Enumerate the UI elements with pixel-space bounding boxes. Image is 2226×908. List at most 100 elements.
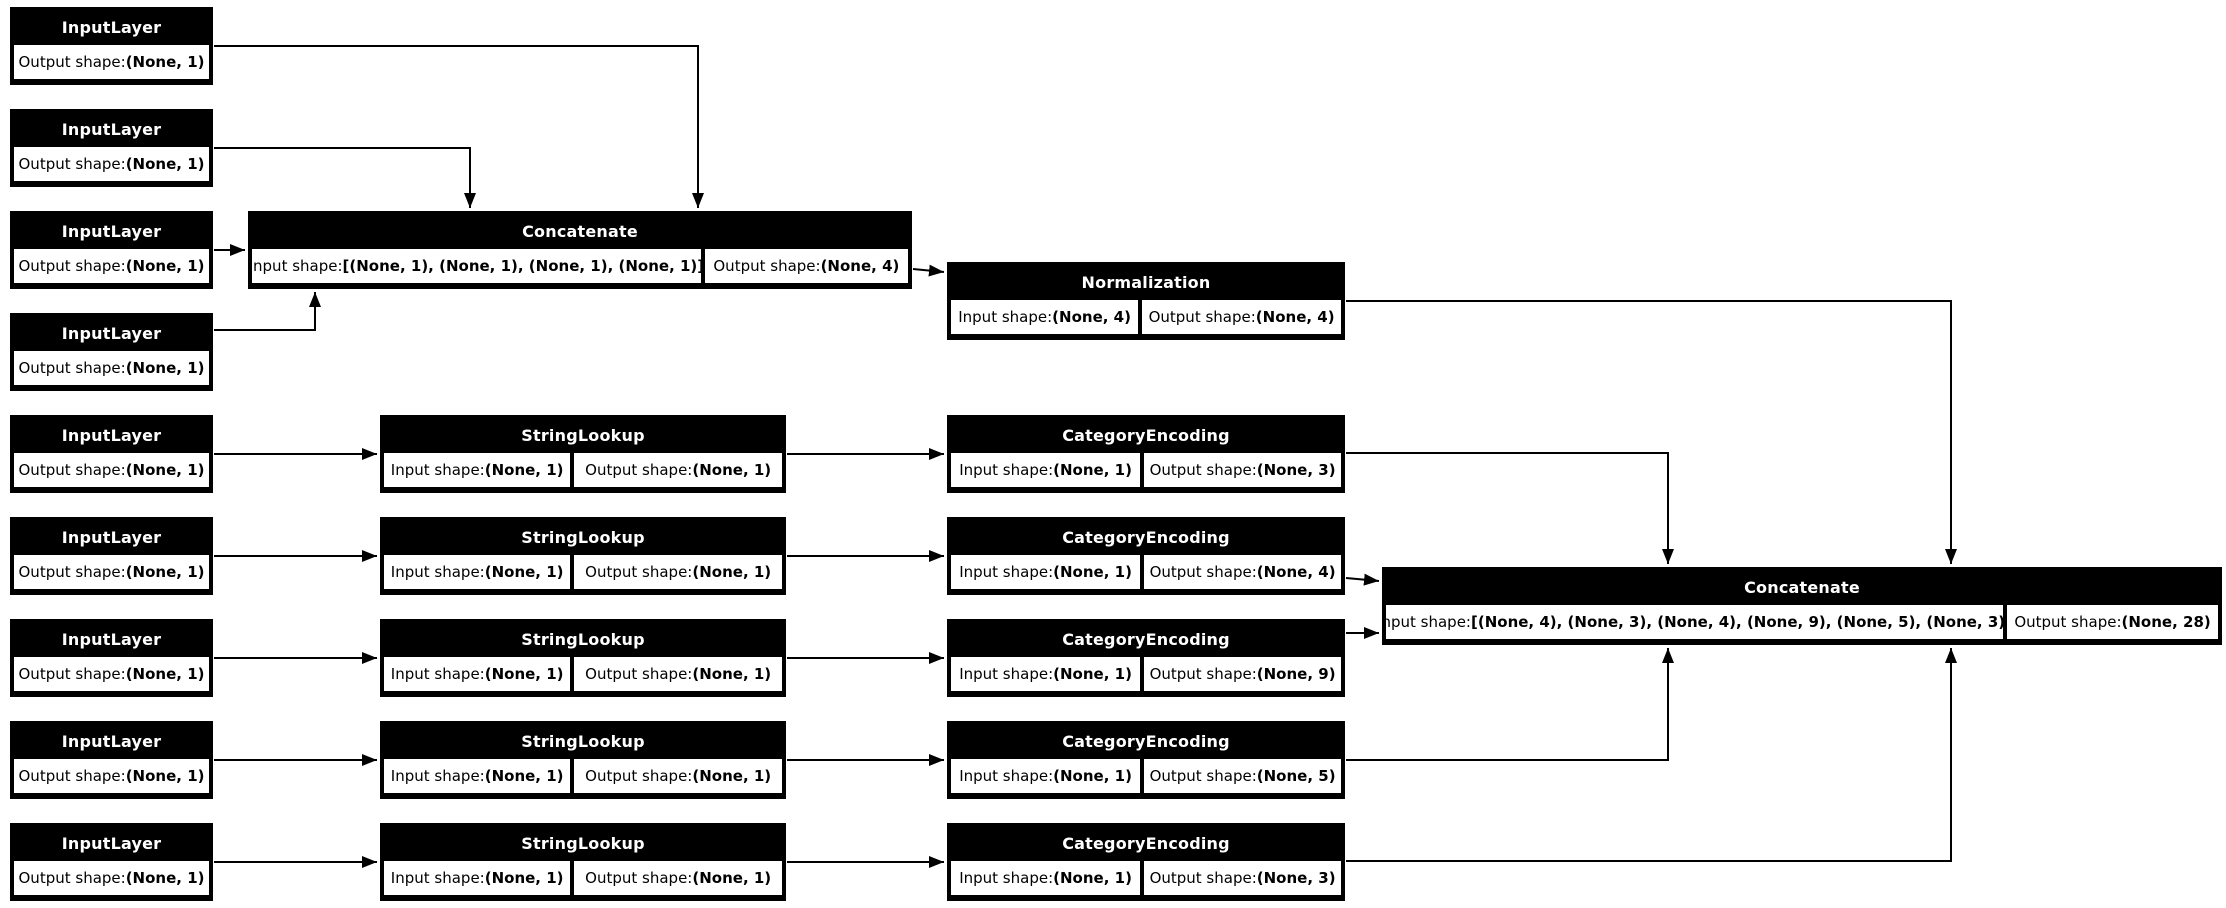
input-shape-cell: Input shape: (None, 1): [384, 657, 571, 691]
output-shape-label: Output shape:: [585, 767, 693, 785]
node-normalization: Normalization Input shape: (None, 4) Out…: [947, 262, 1345, 340]
edge-categoryencoding4-concat2: [1346, 648, 1674, 761]
output-shape-cell: Output shape: (None, 1): [14, 861, 209, 895]
input-shape-value: (None, 1): [484, 665, 564, 683]
output-shape-cell: Output shape: (None, 1): [14, 249, 209, 283]
output-shape-value: (None, 1): [692, 563, 772, 581]
output-shape-value: (None, 1): [125, 461, 205, 479]
output-shape-label: Output shape:: [18, 665, 126, 683]
input-shape-label: Input shape:: [959, 767, 1054, 785]
output-shape-cell: Output shape: (None, 1): [14, 147, 209, 181]
output-shape-value: (None, 1): [692, 665, 772, 683]
input-shape-label: Input shape:: [390, 767, 485, 785]
edge-input4-concat1: [214, 292, 321, 331]
output-shape-value: (None, 4): [820, 257, 900, 275]
node-body: Output shape: (None, 1): [12, 249, 211, 287]
output-shape-label: Output shape:: [713, 257, 821, 275]
node-body: Input shape: (None, 1) Output shape: (No…: [949, 453, 1343, 491]
node-input-2: InputLayer Output shape: (None, 1): [10, 109, 213, 187]
input-shape-cell: Input shape: [(None, 1), (None, 1), (Non…: [252, 249, 701, 283]
node-title: InputLayer: [61, 221, 162, 241]
output-shape-value: (None, 3): [1256, 461, 1336, 479]
input-shape-cell: Input shape: [(None, 4), (None, 3), (Non…: [1386, 605, 2004, 639]
node-category-encoding-5: CategoryEncoding Input shape: (None, 1) …: [947, 823, 1345, 901]
node-string-lookup-3: StringLookup Input shape: (None, 1) Outp…: [380, 619, 786, 697]
input-shape-label: Input shape:: [958, 308, 1053, 326]
input-shape-value: (None, 1): [1053, 563, 1132, 581]
input-shape-value: (None, 1): [1053, 869, 1132, 887]
node-title: InputLayer: [61, 17, 162, 37]
node-body: Input shape: (None, 4) Output shape: (No…: [949, 300, 1343, 338]
node-input-4: InputLayer Output shape: (None, 1): [10, 313, 213, 391]
output-shape-value: (None, 1): [125, 869, 205, 887]
output-shape-value: (None, 1): [125, 257, 205, 275]
input-shape-label: Input shape:: [1386, 613, 1471, 631]
output-shape-label: Output shape:: [18, 53, 126, 71]
node-title: StringLookup: [521, 527, 645, 547]
output-shape-value: (None, 1): [125, 563, 205, 581]
output-shape-label: Output shape:: [18, 155, 126, 173]
node-body: Output shape: (None, 1): [12, 657, 211, 695]
node-string-lookup-2: StringLookup Input shape: (None, 1) Outp…: [380, 517, 786, 595]
output-shape-label: Output shape:: [585, 563, 693, 581]
node-body: Input shape: [(None, 1), (None, 1), (Non…: [250, 249, 910, 287]
output-shape-value: (None, 9): [1256, 665, 1336, 683]
node-concatenate-2: Concatenate Input shape: [(None, 4), (No…: [1382, 567, 2222, 645]
input-shape-value: (None, 1): [484, 563, 564, 581]
output-shape-value: (None, 1): [125, 155, 205, 173]
output-shape-value: (None, 28): [2121, 613, 2211, 631]
output-shape-cell: Output shape: (None, 4): [1144, 555, 1341, 589]
output-shape-cell: Output shape: (None, 1): [14, 453, 209, 487]
output-shape-value: (None, 1): [692, 461, 772, 479]
output-shape-cell: Output shape: (None, 1): [574, 759, 782, 793]
node-title: Normalization: [1081, 272, 1211, 292]
node-body: Output shape: (None, 1): [12, 453, 211, 491]
output-shape-label: Output shape:: [585, 665, 693, 683]
node-body: Output shape: (None, 1): [12, 555, 211, 593]
node-input-1: InputLayer Output shape: (None, 1): [10, 7, 213, 85]
input-shape-cell: Input shape: (None, 1): [384, 861, 571, 895]
node-body: Input shape: (None, 1) Output shape: (No…: [382, 453, 784, 491]
edge-input1-concat1: [214, 45, 704, 208]
node-string-lookup-5: StringLookup Input shape: (None, 1) Outp…: [380, 823, 786, 901]
node-title: InputLayer: [61, 731, 162, 751]
output-shape-cell: Output shape: (None, 4): [1142, 300, 1341, 334]
output-shape-cell: Output shape: (None, 4): [704, 249, 908, 283]
output-shape-cell: Output shape: (None, 1): [14, 555, 209, 589]
node-title: StringLookup: [521, 425, 645, 445]
input-shape-cell: Input shape: (None, 1): [384, 759, 571, 793]
node-title: InputLayer: [61, 833, 162, 853]
input-shape-value: (None, 1): [484, 461, 564, 479]
output-shape-cell: Output shape: (None, 1): [574, 453, 782, 487]
node-string-lookup-4: StringLookup Input shape: (None, 1) Outp…: [380, 721, 786, 799]
output-shape-value: (None, 1): [692, 869, 772, 887]
output-shape-cell: Output shape: (None, 1): [14, 351, 209, 385]
output-shape-label: Output shape:: [1149, 563, 1257, 581]
node-input-9: InputLayer Output shape: (None, 1): [10, 823, 213, 901]
input-shape-value: (None, 1): [1053, 665, 1132, 683]
node-title: Concatenate: [1744, 577, 1860, 597]
output-shape-cell: Output shape: (None, 28): [2007, 605, 2218, 639]
node-body: Input shape: (None, 1) Output shape: (No…: [949, 759, 1343, 797]
input-shape-label: Input shape:: [959, 869, 1054, 887]
output-shape-value: (None, 1): [692, 767, 772, 785]
input-shape-label: Input shape:: [252, 257, 343, 275]
node-body: Input shape: (None, 1) Output shape: (No…: [382, 759, 784, 797]
output-shape-label: Output shape:: [1149, 665, 1257, 683]
output-shape-value: (None, 1): [125, 665, 205, 683]
node-title: InputLayer: [61, 425, 162, 445]
node-title: CategoryEncoding: [1062, 833, 1230, 853]
node-body: Input shape: (None, 1) Output shape: (No…: [949, 555, 1343, 593]
node-input-7: InputLayer Output shape: (None, 1): [10, 619, 213, 697]
output-shape-label: Output shape:: [18, 869, 126, 887]
input-shape-cell: Input shape: (None, 4): [951, 300, 1139, 334]
input-shape-value: [(None, 4), (None, 3), (None, 4), (None,…: [1471, 613, 2004, 631]
output-shape-cell: Output shape: (None, 1): [574, 657, 782, 691]
node-title: InputLayer: [61, 527, 162, 547]
input-shape-label: Input shape:: [390, 563, 485, 581]
node-body: Output shape: (None, 1): [12, 147, 211, 185]
node-title: StringLookup: [521, 629, 645, 649]
node-category-encoding-3: CategoryEncoding Input shape: (None, 1) …: [947, 619, 1345, 697]
input-shape-cell: Input shape: (None, 1): [951, 555, 1141, 589]
